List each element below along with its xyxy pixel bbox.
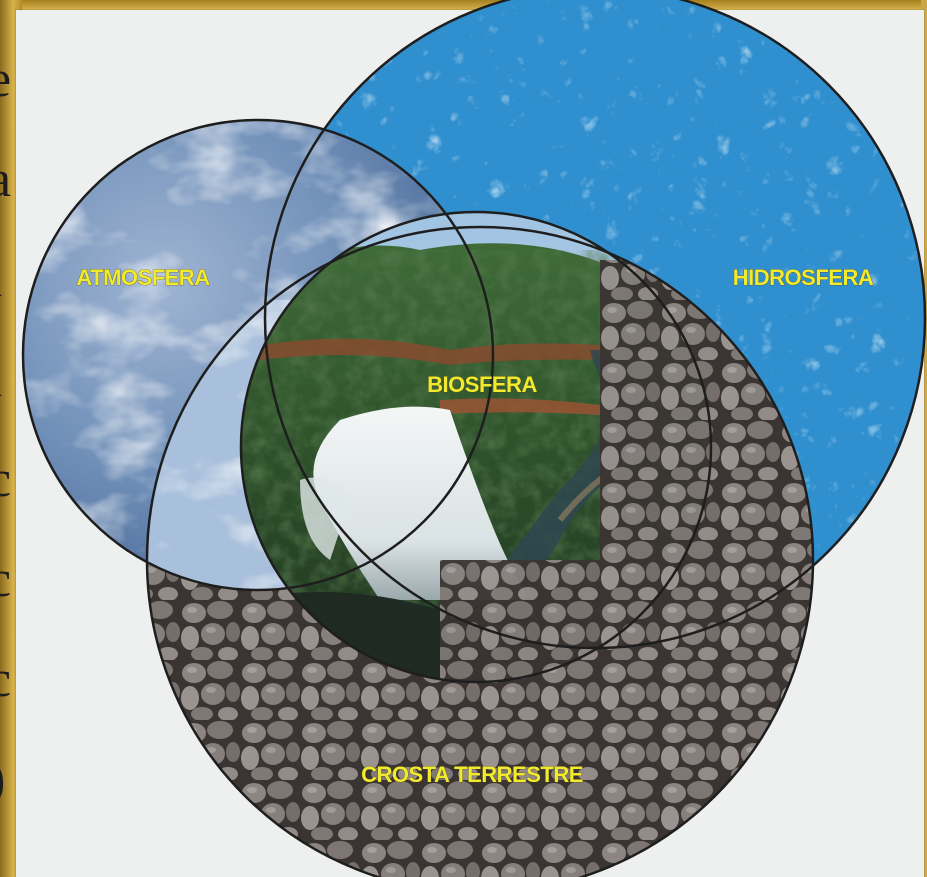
atmosfera-label: ATMOSFERA [76,265,210,290]
biosfera-label: BIOSFERA [427,372,537,397]
cropped-slide-text: eallccc) [0,30,26,810]
hidrosfera-label: HIDROSFERA [733,265,874,290]
crosta-label: CROSTA TERRESTRE [361,762,583,787]
